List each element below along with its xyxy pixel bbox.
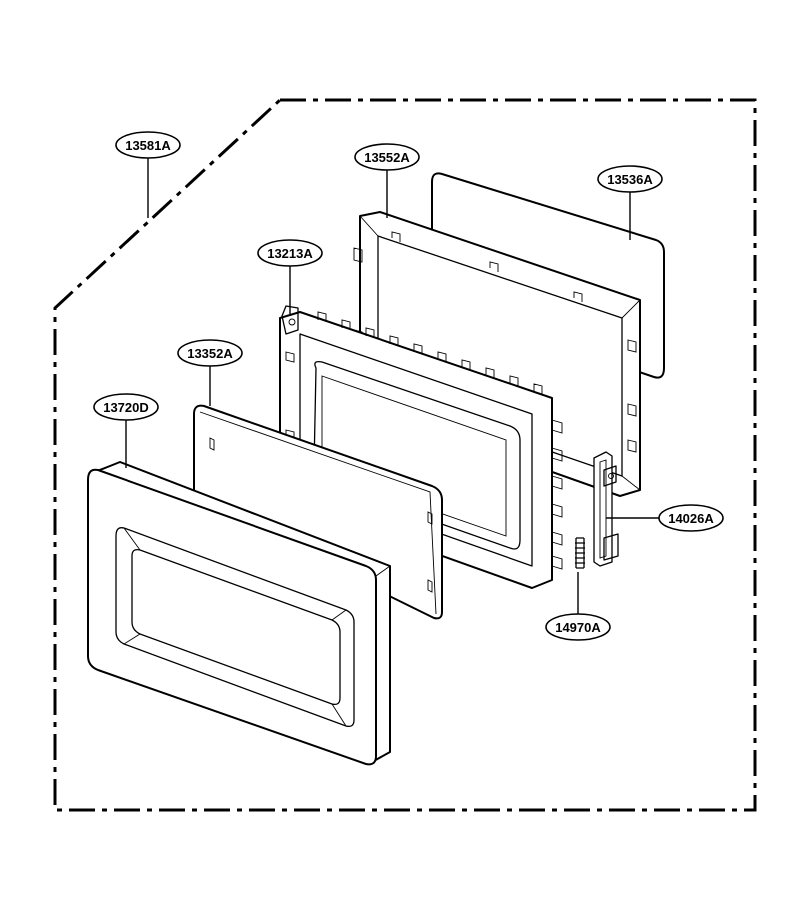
leader-lines — [125, 158, 660, 614]
callout-door-front-panel[interactable]: 13720D — [93, 393, 159, 421]
assembly-boundary — [53, 98, 757, 812]
callout-latch-board[interactable]: 14026A — [658, 504, 724, 532]
callout-label: 13581A — [125, 138, 171, 153]
callout-latch-spring[interactable]: 14970A — [545, 613, 611, 641]
callout-label: 14970A — [555, 620, 601, 635]
callout-assembly-door[interactable]: 13581A — [115, 131, 181, 159]
latch-board-part[interactable] — [593, 451, 619, 567]
callout-label: 13352A — [187, 346, 233, 361]
callout-label: 13213A — [267, 246, 313, 261]
callout-choke-cover[interactable]: 13352A — [177, 339, 243, 367]
latch-spring-part[interactable] — [575, 537, 585, 569]
door-front-panel-part[interactable] — [87, 461, 391, 766]
callout-glass-outer-plate[interactable]: 13536A — [597, 165, 663, 193]
callout-label: 13552A — [364, 150, 410, 165]
callout-label: 13720D — [103, 400, 149, 415]
callout-choke-cover-frame[interactable]: 13552A — [354, 143, 420, 171]
callout-label: 13536A — [607, 172, 653, 187]
callout-label: 14026A — [668, 511, 714, 526]
callout-door-frame[interactable]: 13213A — [257, 239, 323, 267]
